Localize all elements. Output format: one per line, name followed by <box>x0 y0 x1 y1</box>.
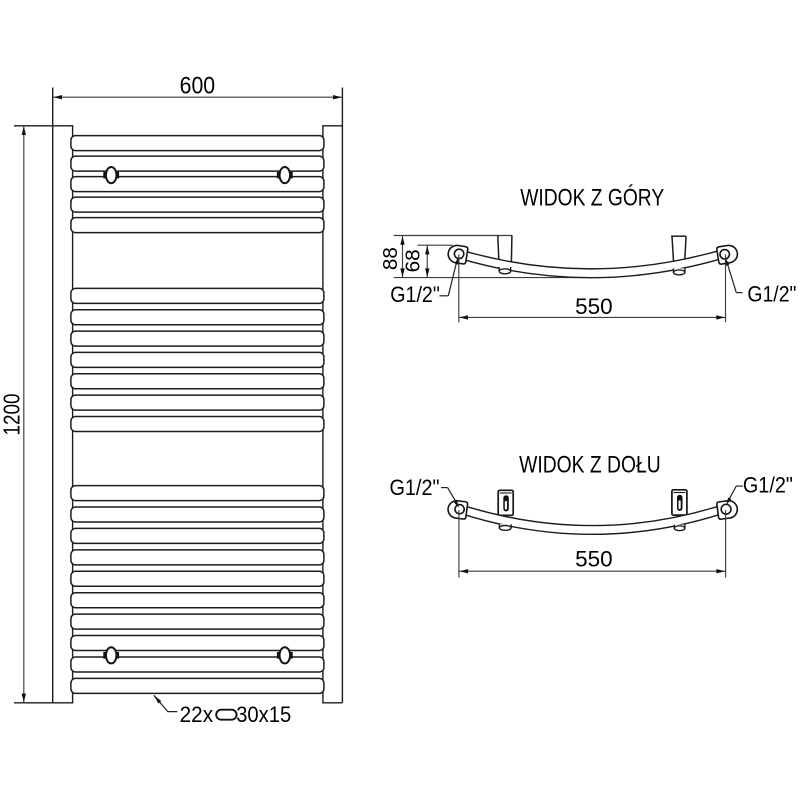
svg-text:22x: 22x <box>180 702 214 727</box>
svg-text:550: 550 <box>575 294 613 319</box>
svg-text:G1/2": G1/2" <box>747 282 796 307</box>
svg-text:WIDOK Z GÓRY: WIDOK Z GÓRY <box>520 184 664 211</box>
svg-text:30x15: 30x15 <box>236 702 291 727</box>
svg-text:G1/2": G1/2" <box>743 473 793 498</box>
svg-text:1200: 1200 <box>0 394 25 436</box>
svg-text:G1/2": G1/2" <box>390 475 440 500</box>
svg-text:WIDOK Z DOŁU: WIDOK Z DOŁU <box>519 452 661 479</box>
svg-text:600: 600 <box>180 74 216 100</box>
svg-text:68: 68 <box>402 249 425 272</box>
svg-text:550: 550 <box>575 547 613 572</box>
svg-text:G1/2": G1/2" <box>390 282 440 307</box>
svg-text:88: 88 <box>379 247 402 270</box>
